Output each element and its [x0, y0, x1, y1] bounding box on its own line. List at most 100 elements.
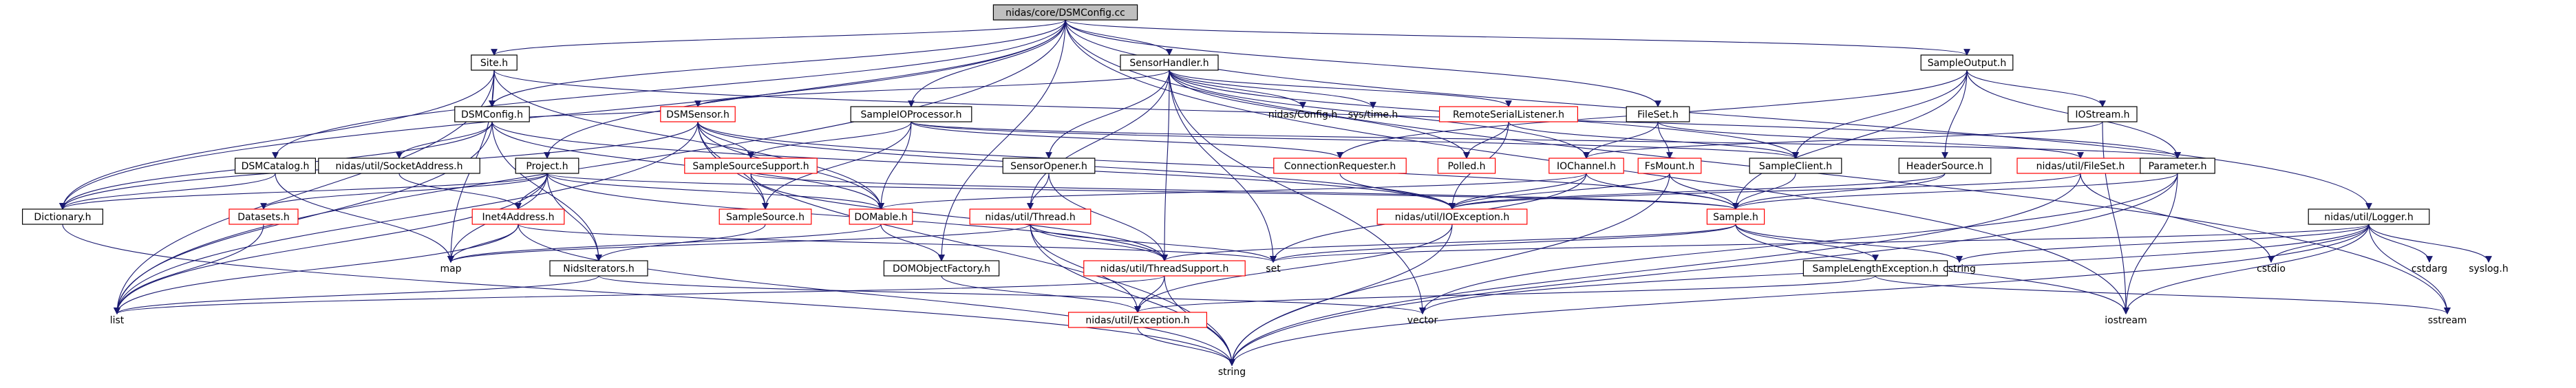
node-label: SensorHandler.h	[1129, 58, 1209, 69]
node-label: cstdio	[2257, 263, 2286, 274]
node-box	[883, 260, 1000, 277]
node-threadsupport[interactable]: nidas/util/ThreadSupport.h	[1083, 260, 1246, 277]
node-label: IOStream.h	[2075, 109, 2129, 120]
node-utillogger[interactable]: nidas/util/Logger.h	[2308, 208, 2430, 225]
edge-root-to-fileset	[1065, 19, 1661, 107]
node-sampleoutput[interactable]: SampleOutput.h	[1920, 54, 2014, 71]
node-nidsiterators[interactable]: NidsIterators.h	[549, 260, 648, 277]
node-label: nidas/util/Exception.h	[1085, 315, 1189, 326]
node-parameter[interactable]: Parameter.h	[2140, 158, 2215, 174]
node-remoteserial[interactable]: RemoteSerialListener.h	[1439, 106, 1579, 122]
node-string: string	[1218, 367, 1246, 378]
edge-sampleoutput-to-iostreamh	[1966, 69, 2106, 107]
node-label: string	[1218, 367, 1246, 378]
edge-datasets-to-list	[114, 224, 264, 314]
node-site[interactable]: Site.h	[471, 54, 518, 71]
edge-domable-to-domobjfactory	[880, 224, 945, 261]
edge-sampleoutput-to-headersource	[1941, 69, 1968, 159]
node-dictionary[interactable]: Dictionary.h	[21, 208, 104, 225]
node-iochannel[interactable]: IOChannel.h	[1548, 158, 1624, 174]
node-utilexception[interactable]: nidas/util/Exception.h	[1067, 312, 1207, 328]
node-root[interactable]: nidas/core/DSMConfig.cc	[992, 4, 1138, 21]
node-iostream: iostream	[2105, 315, 2147, 326]
node-box	[718, 208, 812, 225]
node-label: cstdarg	[2412, 263, 2447, 274]
node-label: iostream	[2105, 315, 2147, 326]
node-box	[1376, 208, 1528, 225]
node-label: Inet4Address.h	[482, 212, 554, 223]
node-box	[849, 208, 913, 225]
node-label: DSMCatalog.h	[242, 161, 310, 172]
node-connreq[interactable]: ConnectionRequester.h	[1273, 158, 1407, 174]
node-domable[interactable]: DOMable.h	[849, 208, 913, 225]
node-samplesource[interactable]: SampleSource.h	[718, 208, 812, 225]
edge-site-to-list	[114, 69, 495, 314]
edge-fileset-to-fsmount	[1657, 121, 1673, 159]
node-box	[549, 260, 648, 277]
edge-sensorhandler-to-sensoropener	[1045, 69, 1170, 159]
node-inet4[interactable]: Inet4Address.h	[471, 208, 565, 225]
node-headersource[interactable]: HeaderSource.h	[1898, 158, 1992, 174]
node-sstream: sstream	[2428, 315, 2467, 326]
node-datasets[interactable]: Datasets.h	[228, 208, 299, 225]
edge-iostreamh-to-iostream	[2102, 121, 2129, 314]
node-dsmconfig[interactable]: DSMConfig.h	[454, 106, 530, 122]
node-fileset[interactable]: FileSet.h	[1626, 106, 1690, 122]
node-sampleioproc[interactable]: SampleIOProcessor.h	[850, 106, 972, 122]
edge-sampleioproc-to-samplesource	[762, 121, 912, 210]
edge-sensorhandler-to-remoteserial	[1169, 69, 1512, 107]
node-sensorhandler[interactable]: SensorHandler.h	[1120, 54, 1219, 71]
edge-domobjfactory-to-utilexception	[941, 275, 1141, 313]
node-socketaddr[interactable]: nidas/util/SocketAddress.h	[318, 158, 480, 174]
node-syslog: syslog.h	[2469, 263, 2509, 274]
edge-iostreamh-to-iochannel	[1583, 121, 2103, 159]
node-box	[1002, 158, 1096, 174]
node-box	[1437, 158, 1496, 174]
edge-sampleh-to-cstring	[1735, 224, 1963, 263]
node-dsmcatalog[interactable]: DSMCatalog.h	[235, 158, 317, 174]
edge-sampleioproc-to-samplesourcesupport	[747, 121, 912, 159]
node-set: set	[1266, 263, 1281, 274]
edge-samplelengthexc-to-sstream	[1875, 275, 2451, 314]
edge-utilfileset-to-cstdio	[2080, 173, 2275, 263]
node-dsmsensor[interactable]: DSMSensor.h	[660, 106, 736, 122]
node-box	[1706, 208, 1765, 225]
edge-root-to-dsmconfig	[489, 19, 1066, 107]
edge-sensorhandler-to-set	[1169, 69, 1277, 263]
node-label: cstring	[1943, 263, 1976, 274]
node-samplesourcesupport[interactable]: SampleSourceSupport.h	[684, 158, 818, 174]
node-sensoropener[interactable]: SensorOpener.h	[1002, 158, 1096, 174]
node-iostreamh[interactable]: IOStream.h	[2067, 106, 2138, 122]
edge-dsmconfig-to-ioexception	[491, 121, 1456, 210]
edge-fsmount-to-ioexception	[1449, 173, 1670, 210]
node-label: SampleSourceSupport.h	[692, 161, 809, 172]
edge-site-to-domable	[493, 69, 884, 210]
node-fsmount[interactable]: FsMount.h	[1637, 158, 1702, 174]
edge-utillogger-to-set	[1270, 224, 2370, 263]
node-box	[2308, 208, 2430, 225]
node-label: RemoteSerialListener.h	[1453, 109, 1564, 120]
node-label: SampleSource.h	[726, 212, 805, 223]
node-label: nidas/core/DSMConfig.cc	[1005, 8, 1125, 19]
node-utilfileset[interactable]: nidas/util/FileSet.h	[2016, 158, 2144, 174]
node-sampleclient[interactable]: SampleClient.h	[1749, 158, 1842, 174]
node-polled[interactable]: Polled.h	[1437, 158, 1496, 174]
node-box	[228, 208, 299, 225]
node-ioexception[interactable]: nidas/util/IOException.h	[1376, 208, 1528, 225]
edge-root-to-list	[114, 19, 1066, 314]
node-box	[2067, 106, 2138, 122]
edge-site-to-dictionary	[59, 69, 495, 210]
edge-root-to-utillogger	[1065, 19, 2372, 210]
node-project[interactable]: Project.h	[515, 158, 579, 174]
node-samplelengthexc[interactable]: SampleLengthException.h	[1802, 260, 1948, 277]
node-label: set	[1266, 263, 1281, 274]
node-domobjfactory[interactable]: DOMObjectFactory.h	[883, 260, 1000, 277]
node-sampleh[interactable]: Sample.h	[1706, 208, 1765, 225]
edge-utillogger-to-string	[1228, 224, 2370, 366]
edge-utilexception-to-string	[1137, 327, 1235, 366]
node-box	[515, 158, 579, 174]
edge-parameter-to-sampleh	[1732, 173, 2178, 210]
node-utilthread[interactable]: nidas/util/Thread.h	[969, 208, 1092, 225]
